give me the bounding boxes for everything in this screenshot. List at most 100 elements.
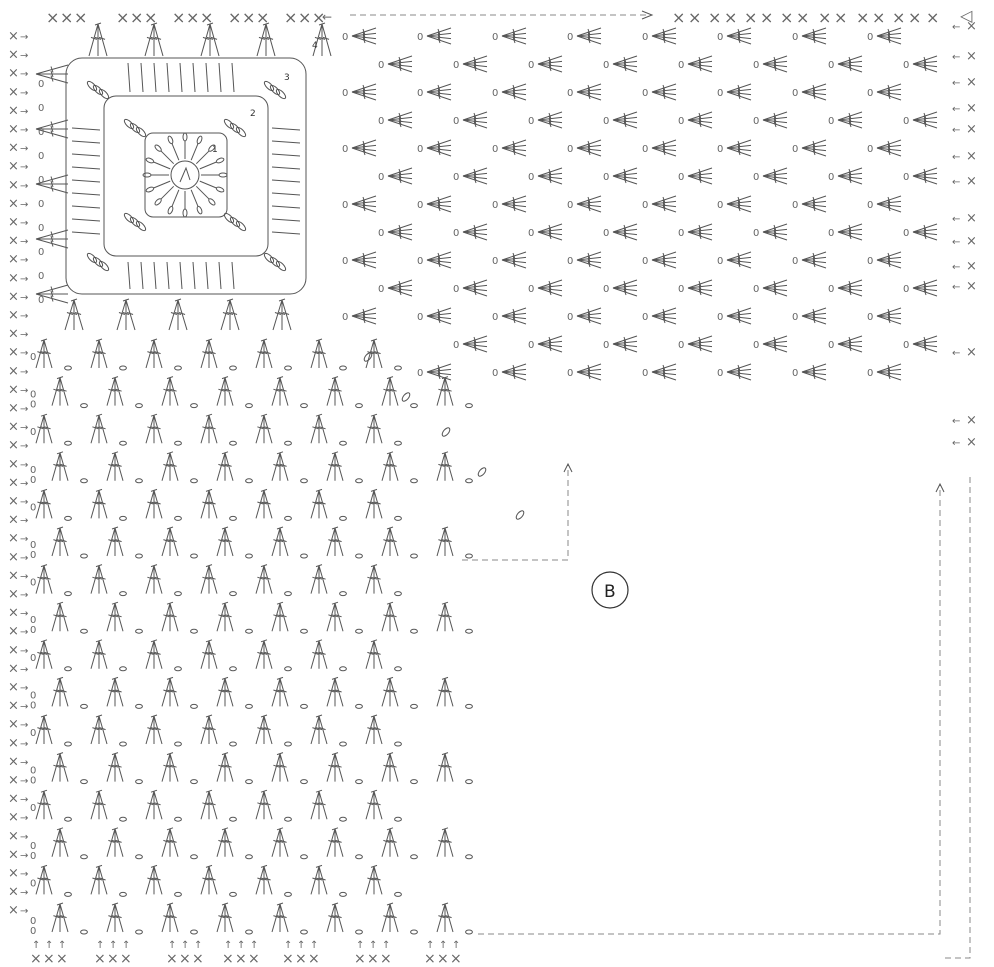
round3-post xyxy=(180,262,182,289)
stitch-post xyxy=(44,716,52,744)
arrow-up: ↑ xyxy=(224,940,232,951)
round3-post xyxy=(72,154,100,156)
stitch-fan xyxy=(273,299,291,330)
single-crochet-left: × xyxy=(8,847,19,862)
chain-zero: 0 xyxy=(30,625,36,636)
stitch-post xyxy=(264,791,272,819)
chain-stitch xyxy=(120,366,127,370)
chain-stitch xyxy=(235,126,247,138)
chain-stitch xyxy=(120,667,127,671)
arrow-up: ↑ xyxy=(122,940,130,951)
arrow-left: ← xyxy=(952,416,960,427)
stitch-fan xyxy=(382,527,398,556)
chain-zero: 0 xyxy=(30,776,36,787)
stitch-post xyxy=(52,528,60,556)
chain-zero: 0 xyxy=(38,247,44,258)
stitch-fan xyxy=(382,828,398,857)
single-crochet-right: × xyxy=(966,435,977,450)
round3-post xyxy=(154,262,156,289)
stitch-post xyxy=(169,300,178,330)
arrow-right: → xyxy=(20,460,28,471)
chain-zero: 0 xyxy=(717,200,723,211)
arrow-right: → xyxy=(20,906,28,917)
stitch-fan xyxy=(52,828,68,857)
chain-zero: 0 xyxy=(642,256,648,267)
stitch-post xyxy=(437,528,445,556)
chain-zero: 0 xyxy=(903,60,909,71)
arrow-right: → xyxy=(20,51,28,62)
stitch-fan xyxy=(169,299,187,330)
stitch-fan-left xyxy=(463,168,487,184)
stitch-post xyxy=(154,866,162,894)
stitch-fan xyxy=(437,452,453,481)
single-crochet-bottom: × xyxy=(94,951,106,967)
single-crochet-left: × xyxy=(8,568,19,583)
stitch-post xyxy=(36,866,44,894)
stitch-post xyxy=(44,490,52,518)
stitch-fan xyxy=(366,865,382,894)
chain-stitch xyxy=(81,479,88,483)
stitch-fan xyxy=(272,602,288,631)
round3-post xyxy=(72,219,100,221)
chain-stitch xyxy=(219,173,227,177)
chain-zero: 0 xyxy=(528,228,534,239)
single-crochet-top: × xyxy=(298,8,311,27)
single-crochet-top: × xyxy=(856,8,869,27)
stitch-post xyxy=(91,716,99,744)
stitch-fan xyxy=(91,865,107,894)
stitch-post xyxy=(115,378,123,406)
stitch-post xyxy=(256,641,264,669)
arrow-up: ↑ xyxy=(369,940,377,951)
single-crochet-bottom: × xyxy=(107,951,119,967)
single-crochet-right: × xyxy=(966,149,977,164)
chain-stitch xyxy=(120,817,127,821)
stitch-fan xyxy=(256,339,272,368)
stitch-post xyxy=(44,340,52,368)
stitch-post xyxy=(209,866,217,894)
stitch-post xyxy=(217,754,225,782)
stitch-fan xyxy=(221,299,239,330)
stitch-post xyxy=(91,415,99,443)
stitch-fan xyxy=(256,565,272,594)
arrow-right: → xyxy=(20,850,28,861)
round3-post xyxy=(72,232,100,234)
stitch-post xyxy=(335,603,343,631)
round3-post xyxy=(272,154,300,156)
stitch-post xyxy=(311,641,319,669)
single-crochet-top: × xyxy=(284,8,297,27)
chain-stitch xyxy=(136,629,143,633)
chain-stitch xyxy=(136,855,143,859)
stitch-fan xyxy=(257,23,275,56)
chain-stitch xyxy=(230,366,237,370)
chain-stitch xyxy=(340,592,347,596)
stitch-post xyxy=(154,566,162,594)
stitch-post xyxy=(65,300,74,330)
chain-zero: 0 xyxy=(30,502,36,513)
stitch-post xyxy=(445,754,453,782)
stitch-fan xyxy=(162,903,178,932)
chain-stitch xyxy=(340,516,347,520)
round1-post xyxy=(161,186,174,199)
chain-zero: 0 xyxy=(492,32,498,43)
stitch-post xyxy=(99,340,107,368)
stitch-fan xyxy=(91,414,107,443)
stitch-fan-left xyxy=(727,140,751,156)
stitch-post xyxy=(115,678,123,706)
stitch-post xyxy=(52,678,60,706)
single-crochet-bottom: × xyxy=(380,951,392,967)
stitch-fan xyxy=(36,489,52,518)
stitch-post xyxy=(335,453,343,481)
stitch-fan-left xyxy=(877,196,901,212)
single-crochet-top: × xyxy=(780,8,793,27)
stitch-post xyxy=(390,528,398,556)
chain-stitch xyxy=(129,122,141,134)
single-crochet-left: × xyxy=(8,271,19,286)
arrow-right: → xyxy=(20,441,28,452)
stitch-fan-left xyxy=(352,252,376,268)
stitch-post xyxy=(335,829,343,857)
stitch-fan-left xyxy=(613,56,637,72)
stitch-post xyxy=(107,829,115,857)
stitch-post xyxy=(445,378,453,406)
arrow-left: ← xyxy=(952,152,960,163)
round3-post xyxy=(272,167,300,169)
